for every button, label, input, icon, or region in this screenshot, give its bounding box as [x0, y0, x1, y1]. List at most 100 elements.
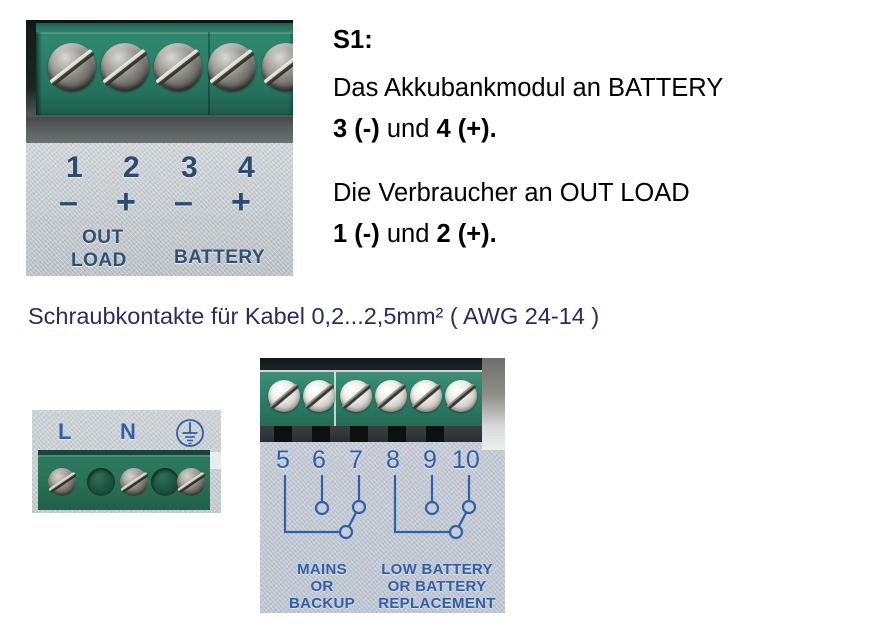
relay-group-2-caption: LOW BATTERY OR BATTERY REPLACEMENT	[373, 561, 501, 612]
relay-group-1-line-3: BACKUP	[289, 594, 355, 612]
instruction-text-block: S1: Das Akkubankmodul an BATTERY 3 (-) u…	[333, 26, 878, 248]
screw-slot	[47, 471, 77, 493]
terminal-screw-2	[101, 43, 149, 91]
screw-slot	[340, 382, 372, 410]
relay-foot-notch	[388, 426, 406, 442]
pin-polarity-3: –	[174, 183, 193, 221]
relay-contact-dot-6	[314, 500, 330, 516]
load-line-2: 1 (-) und 2 (+).	[333, 220, 878, 248]
screw-slot	[209, 48, 255, 87]
relay-number-10: 10	[452, 446, 480, 474]
group-label-load: LOAD	[71, 250, 127, 271]
relay-group-1-line-2: OR	[310, 577, 334, 595]
mains-connector-body	[38, 455, 210, 510]
battery-conjunction: und	[379, 115, 437, 143]
photo-relay-contact-terminals: 5 6 7 8 9 10 MAINS OR BACKUP	[260, 358, 505, 613]
connector-top-lip	[36, 23, 293, 34]
relay-screw-8	[375, 380, 407, 412]
group-label-out: OUT	[82, 227, 124, 248]
relay-housing-top	[260, 358, 505, 370]
relay-group-2-line-3: REPLACEMENT	[378, 594, 496, 612]
pin-number-3: 3	[181, 151, 198, 184]
battery-pin-plus: 4 (+).	[436, 115, 497, 143]
relay-screw-7	[340, 380, 372, 412]
mains-terminal-hole-2	[151, 468, 179, 496]
relay-group-2-line-2: OR BATTERY	[387, 577, 487, 595]
relay-connector-divider	[334, 372, 336, 426]
spacer	[333, 54, 878, 76]
relay-screw-9	[410, 380, 442, 412]
switch-heading-s1: S1:	[333, 26, 373, 54]
relay-common-path-5	[283, 474, 348, 534]
mains-terminal-screw-n	[119, 468, 149, 496]
battery-pin-minus: 3 (-)	[333, 115, 380, 143]
terminal-screw-3	[154, 43, 202, 91]
terminal-label-plate: 1 2 3 4 – + – + OUT LOAD BATTERY	[26, 143, 293, 276]
battery-line-2: 3 (-) und 4 (+).	[333, 115, 878, 143]
relay-changeover-schematic	[283, 474, 477, 540]
photo-mains-input-terminal: L N	[32, 410, 221, 513]
relay-number-5: 5	[276, 446, 290, 474]
relay-group-2-line-1: LOW BATTERY	[381, 561, 493, 578]
screw-slot	[155, 48, 201, 87]
relay-foot-notch	[426, 426, 444, 442]
spacer	[333, 143, 878, 165]
mains-terminal-screw-pe	[176, 468, 206, 496]
relay-screw-5	[268, 380, 300, 412]
connector-left-shadow	[36, 32, 42, 115]
mains-marking-n: N	[120, 419, 136, 444]
terminal-screw-5-partial	[262, 43, 293, 91]
protective-earth-ground-icon	[176, 419, 204, 447]
terminal-screw-4	[208, 43, 256, 91]
relay-connector-foot	[260, 426, 482, 442]
load-pin-minus: 1 (-)	[333, 220, 380, 248]
mains-terminal-screw-l	[47, 468, 77, 496]
screw-slot	[410, 382, 442, 410]
screw-slot	[102, 48, 148, 87]
group-label-battery: BATTERY	[174, 247, 266, 268]
screw-slot	[375, 382, 407, 410]
pin-number-2: 2	[123, 151, 140, 184]
relay-number-7: 7	[349, 446, 363, 474]
relay-number-6: 6	[312, 446, 326, 474]
pin-number-4: 4	[238, 151, 255, 184]
relay-screw-10	[445, 380, 477, 412]
relay-pivot-dot-2	[448, 524, 464, 540]
mains-connector-top-edge	[38, 450, 210, 457]
photo-terminal-block-1-4: 1 2 3 4 – + – + OUT LOAD BATTERY	[26, 20, 293, 276]
relay-common-path-8	[393, 474, 458, 534]
relay-foot-notch	[312, 426, 330, 442]
load-conjunction: und	[379, 220, 437, 248]
instruction-heading-row: S1:	[333, 26, 878, 54]
mains-terminal-hole-1	[87, 468, 115, 496]
screw-slot	[176, 471, 206, 493]
pin-number-1: 1	[66, 151, 83, 184]
relay-contact-dot-10	[461, 499, 477, 515]
instruction-paragraph-load: Die Verbraucher an OUT LOAD 1 (-) und 2 …	[333, 178, 878, 248]
battery-line-1: Das Akkubankmodul an BATTERY	[333, 73, 724, 102]
screw-slot	[49, 48, 95, 87]
relay-group-1-caption: MAINS OR BACKUP	[272, 561, 372, 612]
load-pin-plus: 2 (+).	[436, 220, 497, 248]
relay-right-background	[482, 358, 505, 450]
screw-slot	[263, 48, 293, 87]
relay-group-1-line-1: MAINS	[297, 561, 347, 578]
screw-slot	[119, 471, 149, 493]
screw-slot	[445, 382, 477, 410]
terminal-screw-1	[48, 43, 96, 91]
relay-contact-dot-7	[351, 499, 367, 515]
relay-number-9: 9	[423, 446, 437, 474]
relay-foot-notch	[350, 426, 368, 442]
relay-pivot-dot-1	[338, 524, 354, 540]
pin-polarity-2: +	[116, 183, 136, 221]
relay-contact-dot-9	[424, 500, 440, 516]
load-line-1: Die Verbraucher an OUT LOAD	[333, 178, 690, 207]
relay-number-8: 8	[386, 446, 400, 474]
pin-polarity-1: –	[59, 183, 78, 221]
instruction-paragraph-battery: Das Akkubankmodul an BATTERY 3 (-) und 4…	[333, 73, 878, 143]
screw-slot	[303, 382, 335, 410]
mains-marking-l: L	[58, 419, 72, 444]
wire-spec-caption: Schraubkontakte für Kabel 0,2...2,5mm² (…	[28, 303, 600, 329]
relay-foot-notch	[274, 426, 292, 442]
relay-screw-6	[303, 380, 335, 412]
